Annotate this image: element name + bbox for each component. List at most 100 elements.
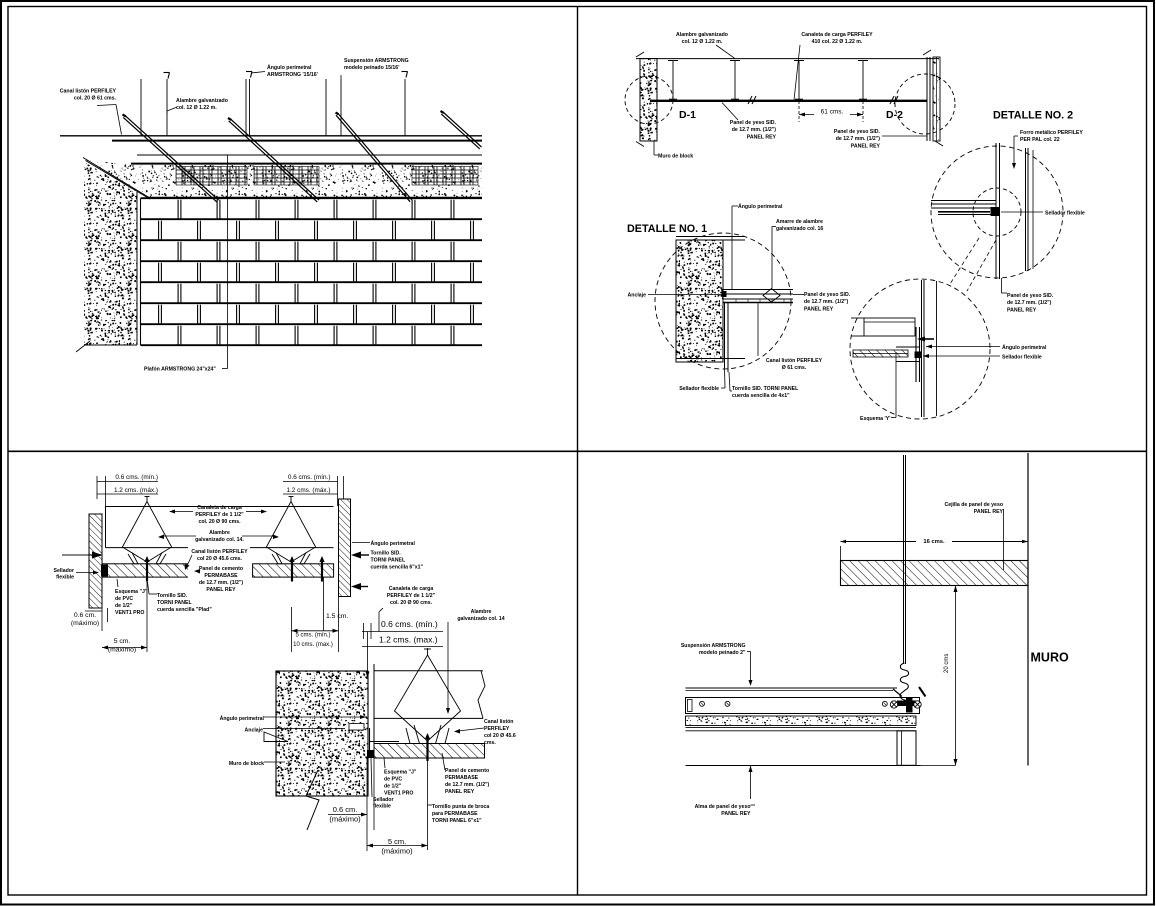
svg-text:Sellador flexible: Sellador flexible [1002,355,1042,361]
svg-text:Muro de block: Muro de block [229,761,264,767]
svg-text:galvanizado col. 16: galvanizado col. 16 [776,226,823,232]
svg-text:PERFILEY de 1 1/2": PERFILEY de 1 1/2" [387,593,436,599]
svg-text:de 1/2": de 1/2" [115,603,133,609]
svg-text:Canaleta de carga: Canaleta de carga [197,505,242,511]
svg-text:Panel de yeso SID.: Panel de yeso SID. [834,129,881,135]
svg-text:0.6 cms. (mín.): 0.6 cms. (mín.) [381,619,438,629]
svg-text:5 cm.: 5 cm. [388,837,406,846]
svg-text:410 col. 22 Ø 1.22 m.: 410 col. 22 Ø 1.22 m. [812,39,863,45]
svg-text:Alma de panel de yeso: Alma de panel de yeso [695,804,751,810]
svg-text:Tornillo SID.: Tornillo SID. [371,551,402,557]
svg-text:modelo peinado 2": modelo peinado 2" [699,650,746,656]
svg-text:col 20 Ø 45.6: col 20 Ø 45.6 [484,733,516,739]
svg-text:Ángulo perimetral: Ángulo perimetral [267,64,312,71]
svg-text:PERFILEY: PERFILEY [484,726,510,732]
svg-text:Panel de yeso SID.: Panel de yeso SID. [730,120,777,126]
svg-text:TORNI PANEL: TORNI PANEL [371,558,407,564]
svg-text:cuerda sencilla "Plad": cuerda sencilla "Plad" [157,607,212,613]
svg-text:Cejilla de panel de yeso: Cejilla de panel de yeso [944,502,1003,508]
svg-text:1.2 cms. (max.): 1.2 cms. (max.) [379,635,438,645]
svg-text:TORNI PANEL: TORNI PANEL [157,600,193,606]
svg-text:Tornillo SID. TORNI PANEL: Tornillo SID. TORNI PANEL [732,386,799,392]
svg-text:(máximo): (máximo) [329,815,361,824]
svg-text:DETALLE NO. 2: DETALLE NO. 2 [993,110,1073,122]
svg-text:de 12.7 mm. (1/2"): de 12.7 mm. (1/2") [199,580,244,586]
svg-text:Canal listón PERFILEY: Canal listón PERFILEY [766,358,823,364]
svg-text:5 cm.: 5 cm. [114,638,131,645]
svg-text:TORNI PANEL 6"x1": TORNI PANEL 6"x1" [432,818,482,824]
svg-text:Plafón ARMSTRONG 24"x24": Plafón ARMSTRONG 24"x24" [144,367,216,373]
svg-text:Tornillo SID.: Tornillo SID. [157,593,188,599]
svg-text:16 cms.: 16 cms. [923,539,945,545]
svg-text:de 12.7 mm. (1/2"): de 12.7 mm. (1/2") [836,136,881,142]
svg-text:flexible: flexible [56,575,74,581]
svg-text:col 20 Ø 45.6 cms.: col 20 Ø 45.6 cms. [197,556,243,562]
svg-text:0.6 cms. (mín.): 0.6 cms. (mín.) [288,474,331,481]
svg-text:ARMSTRONG '15/16': ARMSTRONG '15/16' [267,72,318,78]
svg-text:col. 20 Ø 90 cms.: col. 20 Ø 90 cms. [198,519,241,525]
svg-text:Ángulo perimetral: Ángulo perimetral [220,715,265,722]
svg-text:Canal listón PERFILEY: Canal listón PERFILEY [191,549,248,555]
svg-text:Alambre: Alambre [209,530,230,536]
svg-text:Canal listón: Canal listón [484,719,513,725]
svg-text:de 12.7 mm. (1/2"): de 12.7 mm. (1/2") [1007,300,1052,306]
svg-text:PANEL REY: PANEL REY [445,789,475,795]
svg-text:Panel de yeso SID.: Panel de yeso SID. [804,292,851,298]
svg-text:Sellador flexible: Sellador flexible [679,386,719,392]
svg-text:de 12.7 mm. (1/2"): de 12.7 mm. (1/2") [804,299,849,305]
svg-text:PANEL REY: PANEL REY [206,587,236,593]
svg-text:Ø 61 cms.: Ø 61 cms. [782,365,807,371]
svg-text:Panel de yeso SID.: Panel de yeso SID. [1007,293,1054,299]
svg-text:cms.: cms. [484,740,496,746]
svg-text:(máximo): (máximo) [71,620,99,627]
svg-text:PANEL REY: PANEL REY [804,306,834,312]
svg-text:Ángulo perimetral: Ángulo perimetral [738,203,783,210]
svg-text:galvanizado col. 14.: galvanizado col. 14. [195,537,244,543]
svg-text:Suspensión ARMSTRONG: Suspensión ARMSTRONG [344,58,409,64]
svg-text:Panel de cemento: Panel de cemento [445,768,489,774]
svg-text:PANEL REY: PANEL REY [851,143,881,149]
svg-text:VENT1 PRO: VENT1 PRO [115,610,144,616]
svg-text:cuerda sencilla de 4x1": cuerda sencilla de 4x1" [732,393,790,399]
svg-text:Sellador flexible: Sellador flexible [1045,211,1085,217]
svg-text:61 cms.: 61 cms. [821,109,844,116]
svg-text:Muro de block: Muro de block [658,154,693,160]
svg-text:Canaleta de carga PERFILEY: Canaleta de carga PERFILEY [801,32,873,38]
svg-text:20 cms: 20 cms [944,654,950,673]
svg-text:Forro metálico PERFILEY: Forro metálico PERFILEY [1020,130,1083,136]
svg-text:Canaleta de carga: Canaleta de carga [389,586,434,592]
svg-text:0.6 cm.: 0.6 cm. [333,805,358,814]
svg-text:D-1: D-1 [679,109,696,121]
svg-text:col. 12 Ø 1.22 m.: col. 12 Ø 1.22 m. [176,105,217,111]
svg-text:VENT1 PRO: VENT1 PRO [384,791,413,797]
svg-text:PERFILEY de 1 1/2": PERFILEY de 1 1/2" [195,512,244,518]
svg-text:0.6 cms. (mín.): 0.6 cms. (mín.) [115,474,158,481]
svg-text:Esquema "J": Esquema "J" [115,589,148,595]
svg-text:modelo peinado 15/16': modelo peinado 15/16' [344,65,399,71]
svg-text:1.5 cm.: 1.5 cm. [326,613,348,620]
svg-text:flexible: flexible [373,804,391,810]
svg-text:MURO: MURO [1031,651,1069,665]
svg-text:galvanizado col. 14: galvanizado col. 14 [457,616,504,622]
svg-text:PANEL REY: PANEL REY [721,811,751,817]
svg-text:de 1/2": de 1/2" [384,784,402,790]
svg-text:Anclaje: Anclaje [245,728,264,734]
svg-text:Amarre de alambre: Amarre de alambre [776,219,823,225]
svg-text:Panel de cemento: Panel de cemento [199,566,243,572]
svg-text:de PVC: de PVC [384,777,402,783]
svg-text:DETALLE NO. 1: DETALLE NO. 1 [627,223,707,235]
svg-text:PERMABASE: PERMABASE [445,775,479,781]
svg-text:PER PAL col. 22: PER PAL col. 22 [1020,137,1060,143]
svg-text:Alambre galvanizado: Alambre galvanizado [176,98,228,104]
svg-text:Ángulo perimetral: Ángulo perimetral [1002,344,1047,351]
svg-text:col. 12 Ø 1.22 m.: col. 12 Ø 1.22 m. [682,39,723,45]
svg-text:PERMABASE: PERMABASE [204,573,238,579]
svg-text:1.2 cms. (máx.): 1.2 cms. (máx.) [114,487,158,494]
svg-text:para PERMABASE: para PERMABASE [432,811,478,817]
svg-text:PANEL REY: PANEL REY [747,134,777,140]
svg-text:Anclaje: Anclaje [628,293,647,299]
svg-text:Ángulo perimetral: Ángulo perimetral [371,540,416,547]
svg-text:0.6 cm.: 0.6 cm. [74,612,96,619]
svg-text:cuerda sencilla 6"x1": cuerda sencilla 6"x1" [371,565,424,571]
svg-text:col. 20 Ø 90 cms.: col. 20 Ø 90 cms. [390,600,433,606]
